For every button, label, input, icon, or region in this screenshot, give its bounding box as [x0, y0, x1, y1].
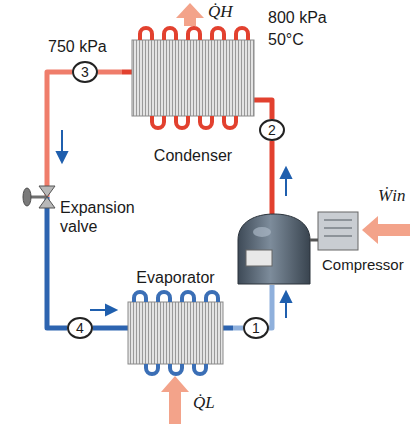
valve-drawing — [23, 178, 55, 246]
refrigerant-pipe — [47, 72, 72, 178]
arrow-head — [161, 376, 189, 392]
work-input-label: Ẇin — [378, 186, 405, 205]
condenser-coil: Condenser — [122, 28, 264, 173]
flow-arrows — [57, 130, 291, 318]
valve-handwheel — [23, 188, 31, 206]
refrigerant-pipe — [93, 326, 118, 331]
coil-bends — [134, 292, 218, 374]
compressor-body — [238, 214, 310, 284]
arrow-shaft — [169, 390, 181, 424]
refrigerant-pipe — [270, 141, 275, 205]
state-point: 4 — [67, 317, 93, 339]
state-number: 2 — [261, 121, 283, 139]
compressor-plate — [246, 250, 272, 266]
state-point: 2 — [259, 119, 285, 141]
arrow-head — [176, 3, 204, 18]
heat-rejected-label: Q̇H — [208, 2, 233, 21]
state-number: 1 — [245, 319, 267, 337]
refrigerant-pipe — [233, 326, 243, 331]
component-name: Compressor — [322, 255, 408, 274]
refrigerant-pipe — [264, 100, 272, 119]
condenser-coil-drawing — [122, 28, 264, 128]
arrow-shaft — [376, 224, 410, 236]
coil-bends — [140, 28, 248, 128]
refrigerant-pipe — [269, 285, 272, 328]
heat-out-arrow — [176, 3, 204, 26]
component-name: Evaporator — [118, 268, 233, 287]
flow-arrow-head — [281, 292, 291, 302]
state-point: 3 — [72, 61, 98, 83]
box-vents — [324, 220, 352, 236]
flow-arrow-head — [106, 305, 116, 315]
flow-arrow-head — [281, 168, 291, 178]
flow-arrow-head — [57, 152, 67, 162]
valve-body — [39, 197, 55, 208]
valve-stem — [30, 196, 47, 199]
expansion-valve: Expansion valve — [12, 178, 152, 246]
evaporator-coil: Evaporator — [118, 268, 233, 368]
pressure-label: 800 kPa — [268, 8, 327, 27]
arrow-head — [362, 216, 378, 244]
valve-body — [39, 186, 55, 197]
evaporator-coil-drawing — [118, 292, 233, 374]
pressure-label: 750 kPa — [48, 37, 107, 56]
heat-absorbed-label: Q̇L — [193, 393, 215, 412]
compressor: Compressor — [232, 205, 412, 285]
refrigerant-pipe — [47, 246, 67, 328]
component-name: Condenser — [122, 146, 264, 165]
state-number: 3 — [74, 63, 96, 81]
heat-in-arrow — [161, 376, 189, 424]
state-point: 1 — [243, 317, 269, 339]
component-name: Expansion valve — [60, 198, 148, 236]
coil-fins — [132, 40, 254, 116]
box-mount — [310, 239, 318, 242]
coil-fins — [128, 302, 223, 364]
flow-arrow-line — [61, 130, 63, 154]
compressor-highlight — [253, 227, 271, 237]
work-in-arrow — [362, 216, 410, 244]
refrigerant-pipe — [98, 70, 122, 75]
electric-box — [318, 212, 358, 250]
state-number: 4 — [69, 319, 91, 337]
temperature-label: 50°C — [268, 30, 304, 49]
